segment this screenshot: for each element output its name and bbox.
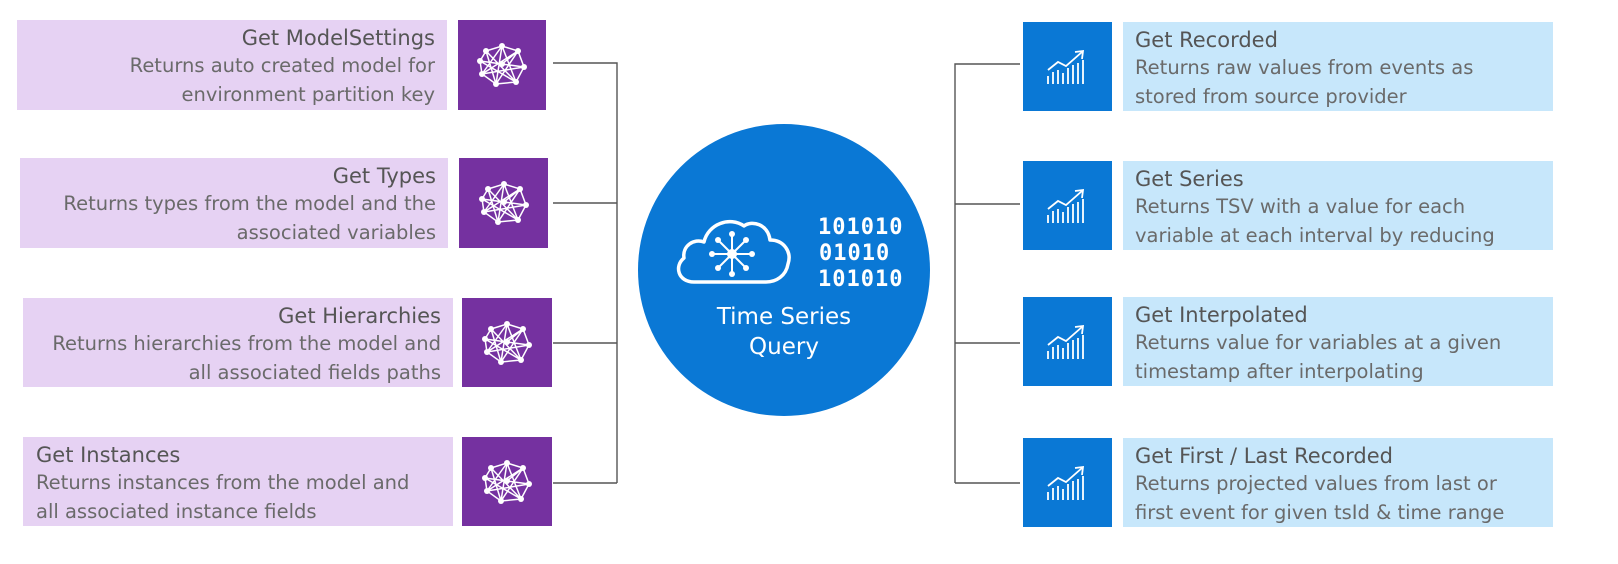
get-instances-box: Get Instances Returns instances from the… bbox=[23, 437, 453, 526]
get-types-desc-line1: Returns types from the model and the bbox=[63, 192, 436, 215]
get-hierarchies-desc-line1: Returns hierarchies from the model and bbox=[52, 332, 441, 355]
get-interpolated-title: Get Interpolated bbox=[1135, 303, 1308, 327]
get-first-last-recorded-desc-line2: first event for given tsId & time range bbox=[1135, 500, 1505, 524]
get-modelsettings-box: Get ModelSettings Returns auto created m… bbox=[17, 20, 447, 110]
trend-chart-icon bbox=[1046, 324, 1084, 359]
get-recorded-desc-line1: Returns raw values from events as bbox=[1135, 56, 1474, 79]
get-types-desc-line2: associated variables bbox=[236, 220, 436, 244]
get-series-icon-tile bbox=[1023, 161, 1112, 250]
get-series-desc-line2: variable at each interval by reducing bbox=[1135, 223, 1495, 247]
get-interpolated-desc-line1: Returns value for variables at a given bbox=[1135, 331, 1502, 354]
get-hierarchies-desc-line2: all associated fields paths bbox=[188, 360, 441, 384]
get-instances-desc-line2: all associated instance fields bbox=[36, 499, 317, 523]
binary-line-2: 01010 bbox=[819, 241, 891, 266]
get-instances-icon-tile bbox=[462, 437, 552, 526]
get-hierarchies-icon-tile bbox=[462, 298, 552, 387]
time-series-query-circle bbox=[638, 124, 930, 416]
get-modelsettings-desc-line1: Returns auto created model for bbox=[129, 54, 435, 77]
get-series-box: Get Series Returns TSV with a value for … bbox=[1123, 161, 1553, 250]
network-graph-icon bbox=[477, 43, 527, 87]
get-types-icon-tile bbox=[459, 158, 548, 248]
get-interpolated-desc-line2: timestamp after interpolating bbox=[1135, 359, 1424, 383]
get-instances-desc-line1: Returns instances from the model and bbox=[36, 471, 410, 494]
get-series-desc-line1: Returns TSV with a value for each bbox=[1135, 195, 1466, 218]
trend-chart-icon bbox=[1046, 49, 1084, 84]
get-modelsettings-desc-line2: environment partition key bbox=[181, 82, 435, 106]
get-interpolated-box: Get Interpolated Returns value for varia… bbox=[1123, 297, 1553, 386]
binary-digits: 101010 01010 101010 bbox=[818, 215, 903, 293]
trend-chart-icon bbox=[1046, 465, 1084, 500]
cloud-network-icon bbox=[676, 220, 791, 284]
get-recorded-icon-tile bbox=[1023, 22, 1112, 111]
get-hierarchies-title: Get Hierarchies bbox=[278, 304, 441, 328]
get-hierarchies-box: Get Hierarchies Returns hierarchies from… bbox=[23, 298, 453, 387]
get-recorded-box: Get Recorded Returns raw values from eve… bbox=[1123, 22, 1553, 111]
get-first-last-recorded-title: Get First / Last Recorded bbox=[1135, 444, 1393, 468]
get-recorded-desc-line2: stored from source provider bbox=[1135, 84, 1407, 108]
get-modelsettings-icon-tile bbox=[458, 20, 546, 110]
network-graph-icon bbox=[482, 459, 532, 504]
get-interpolated-icon-tile bbox=[1023, 297, 1112, 386]
network-graph-icon bbox=[482, 320, 532, 365]
binary-line-1: 101010 bbox=[818, 215, 904, 240]
get-modelsettings-title: Get ModelSettings bbox=[241, 26, 435, 50]
trend-chart-icon bbox=[1046, 188, 1084, 223]
get-series-title: Get Series bbox=[1135, 167, 1244, 191]
network-graph-icon bbox=[478, 181, 529, 225]
circle-title: Time Series Query bbox=[638, 302, 930, 362]
get-first-last-recorded-icon-tile bbox=[1023, 438, 1112, 527]
get-first-last-recorded-desc-line1: Returns projected values from last or bbox=[1135, 472, 1497, 495]
get-types-box: Get Types Returns types from the model a… bbox=[20, 158, 448, 248]
circle-title-line2: Query bbox=[749, 334, 819, 360]
get-types-title: Get Types bbox=[332, 164, 436, 188]
circle-title-line1: Time Series bbox=[716, 304, 852, 330]
binary-line-3: 101010 bbox=[818, 267, 904, 292]
get-first-last-recorded-box: Get First / Last Recorded Returns projec… bbox=[1123, 438, 1553, 527]
get-recorded-title: Get Recorded bbox=[1135, 28, 1278, 52]
get-instances-title: Get Instances bbox=[36, 443, 181, 467]
